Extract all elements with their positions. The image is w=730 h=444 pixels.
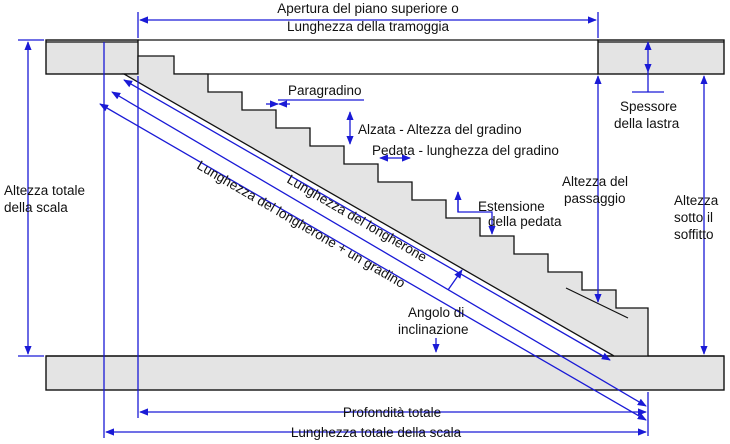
- label-riser-board: Paragradino: [288, 83, 362, 98]
- lower-slab: [45, 355, 725, 391]
- label-total-height-1: Altezza totale: [4, 183, 85, 198]
- upper-slab-right: [597, 39, 725, 75]
- label-ceiling-1: Altezza: [674, 193, 719, 208]
- dim-stringer-plus-2: [99, 103, 647, 421]
- label-tread: Pedata - lunghezza del gradino: [372, 143, 559, 158]
- label-slab-1: Spessore: [620, 99, 677, 114]
- label-headroom-2: passaggio: [564, 191, 626, 206]
- label-opening-2: Lunghezza della tramoggia: [287, 19, 450, 34]
- label-total-height-2: della scala: [4, 200, 68, 215]
- label-slab-2: della lastra: [614, 116, 680, 131]
- dim-angle-pointer: [447, 269, 463, 291]
- label-ceiling-3: soffitto: [674, 227, 714, 242]
- label-total-depth: Profondità totale: [343, 405, 441, 420]
- upper-slab-left: [45, 39, 139, 75]
- label-rise: Alzata - Altezza del gradino: [358, 122, 522, 137]
- label-nosing-1: Estensione: [478, 199, 545, 214]
- label-opening-1: Apertura del piano superiore o: [277, 1, 459, 16]
- label-nosing-2: della pedata: [488, 214, 562, 229]
- label-angle-1: Angolo di: [408, 305, 464, 320]
- label-angle-2: inclinazione: [398, 322, 469, 337]
- label-ceiling-2: sotto il: [674, 210, 713, 225]
- label-headroom-1: Altezza del: [562, 174, 628, 189]
- label-total-length: Lunghezza totale della scala: [291, 425, 462, 440]
- staircase: [121, 55, 649, 357]
